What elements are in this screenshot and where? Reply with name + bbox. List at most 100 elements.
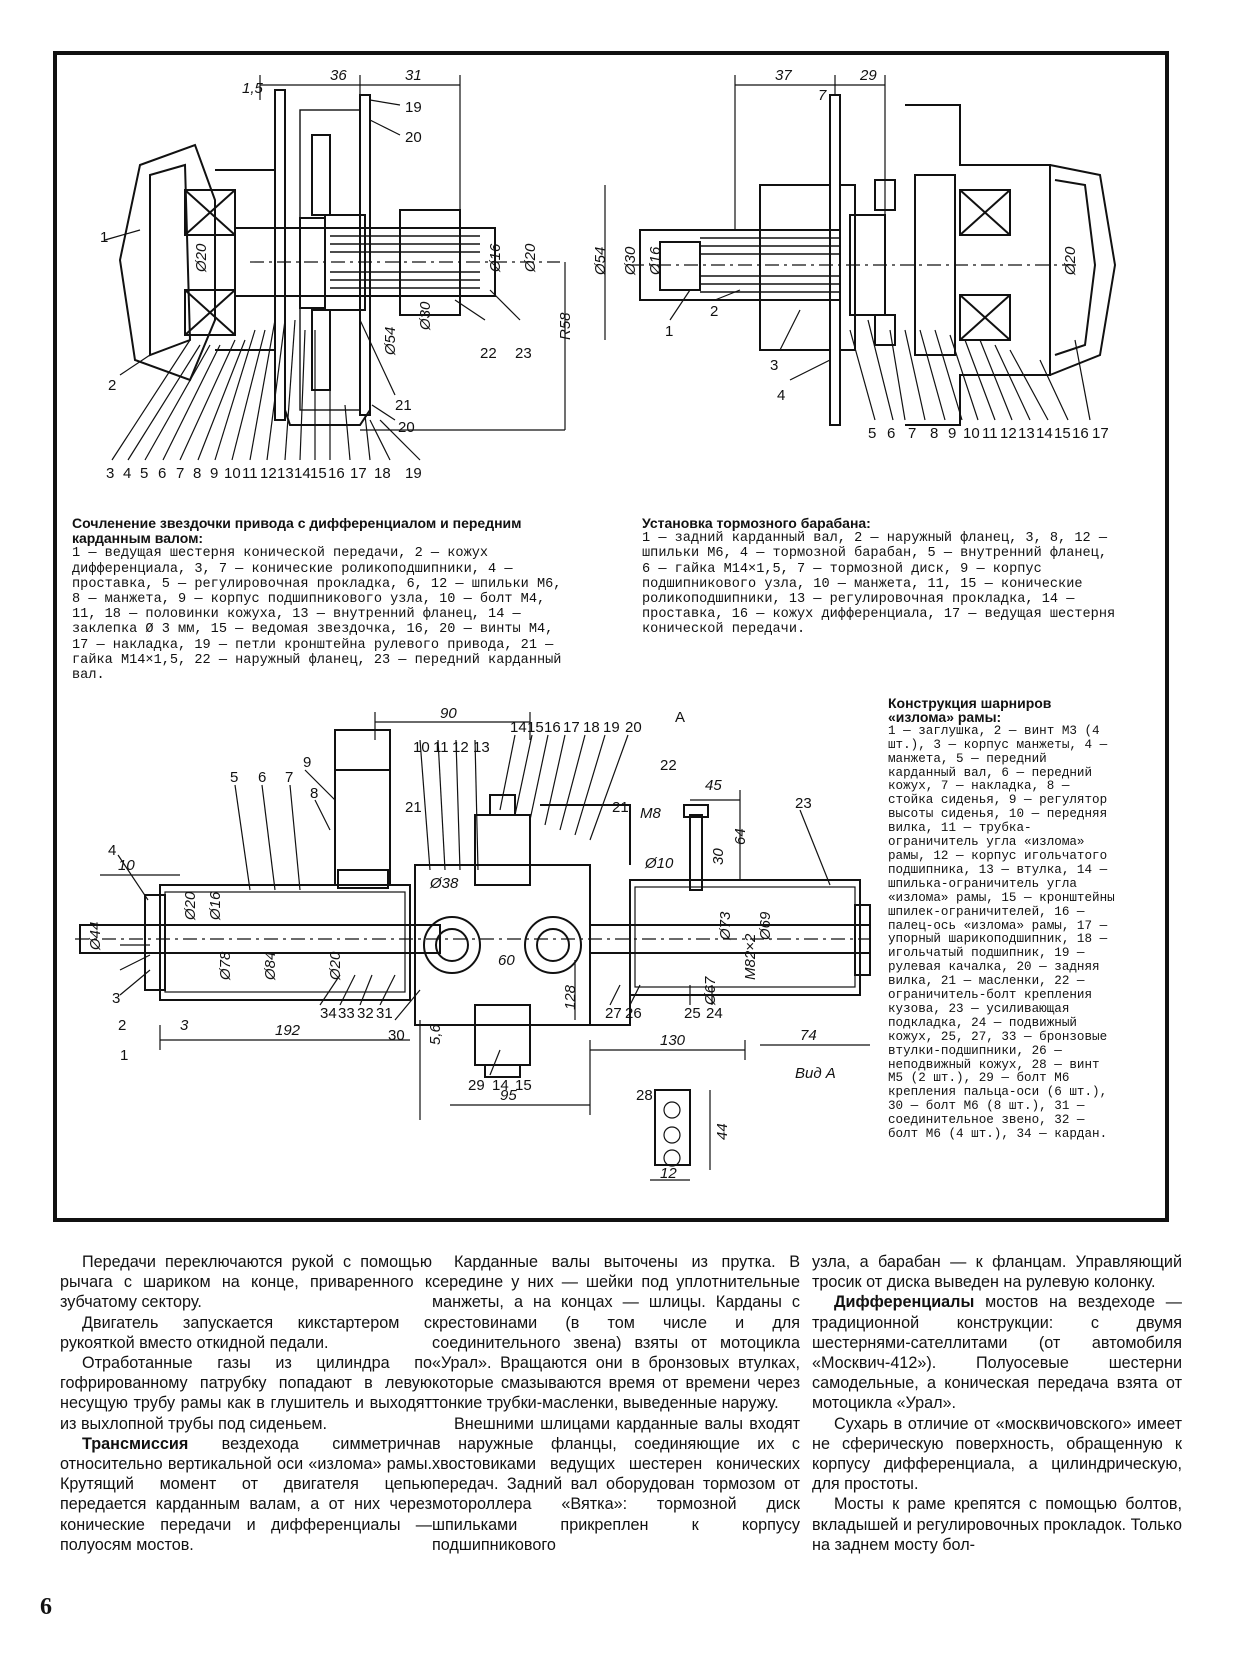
fig3-left-4: 4	[108, 842, 116, 859]
fig1-dim-4: Ø20	[193, 243, 210, 273]
fig2-callout-11: 11	[982, 425, 998, 442]
article-column-2: Карданные валы выточены из прутка. В сер…	[432, 1252, 800, 1555]
fig3-left-2: 2	[118, 1017, 126, 1034]
fig2-callout-7: 7	[908, 425, 916, 442]
fig1-callout-4: 4	[123, 465, 131, 482]
fig3-section-mark: А	[675, 709, 685, 726]
fig3-dim-45: 45	[705, 777, 722, 794]
fig1-callout-3: 3	[106, 465, 114, 482]
figure3-drawing	[75, 712, 871, 1181]
fig3-top-16: 16	[544, 719, 561, 736]
col1-paragraph-3: Отработанные газы из цилиндра по гофриро…	[60, 1354, 432, 1433]
fig1-dim-9: R58	[557, 312, 574, 340]
fig3-dim-10: 10	[118, 857, 135, 874]
fig3-dim-12: 12	[660, 1165, 677, 1182]
fig3-left-6: 6	[258, 769, 266, 786]
fig3-bot-26: 26	[625, 1005, 642, 1022]
fig1-callout-20: 20	[405, 129, 422, 146]
fig3-dim-20b: Ø20	[327, 951, 344, 981]
figure3-labels: 90 10 Ø44 Ø20 Ø16 Ø78 Ø84 Ø20 Ø38 60 3 1…	[87, 705, 836, 1182]
col1-bold-term: Трансмиссия	[82, 1434, 189, 1453]
fig3-bot-14: 14	[492, 1077, 509, 1094]
fig2-callout-3: 3	[770, 357, 778, 374]
figure1-labels: 1,5 36 31 Ø20 Ø16 Ø20 Ø30 Ø54 R58 1 2 3 …	[100, 67, 574, 482]
col3-paragraph-4: Мосты к раме крепятся с помощью болтов, …	[812, 1495, 1182, 1554]
fig2-dim-1: 37	[775, 67, 792, 84]
fig1-callout-19: 19	[405, 99, 422, 116]
fig2-callout-14: 14	[1036, 425, 1053, 442]
fig3-bot-30: 30	[388, 1027, 405, 1044]
fig3-top-19: 19	[603, 719, 620, 736]
fig1-callout-23: 23	[515, 345, 532, 362]
figure3-title: Конструкция шарниров «излома» рамы:	[888, 695, 1052, 725]
article-column-3: узла, а барабан — к фланцам. Управляющий…	[812, 1252, 1182, 1555]
fig3-dim-10b: Ø10	[644, 855, 674, 872]
fig3-left-7: 7	[285, 769, 293, 786]
fig1-callout-12: 12	[260, 465, 277, 482]
fig3-bot-33: 33	[338, 1005, 355, 1022]
col1-paragraph-4: Трансмиссия вездехода симметрична относи…	[60, 1434, 432, 1555]
col3-paragraph-2-text: мостов на вездеходе — традиционной конст…	[812, 1293, 1182, 1413]
fig3-view-label: Вид А	[795, 1065, 836, 1082]
fig2-callout-5: 5	[868, 425, 876, 442]
fig3-dim-44b: 44	[714, 1123, 731, 1140]
fig1-callout-21: 21	[395, 397, 412, 414]
fig3-dim-128: 128	[562, 984, 579, 1010]
fig3-mid-10: 10	[413, 739, 430, 756]
fig1-callout-18: 18	[374, 465, 391, 482]
fig3-left-21b: 21	[612, 799, 629, 816]
figure1-drawing	[104, 75, 566, 461]
fig2-callout-15: 15	[1054, 425, 1071, 442]
fig2-dim-6: Ø16	[647, 246, 664, 276]
fig3-dim-90: 90	[440, 705, 457, 722]
fig3-top-15: 15	[527, 719, 544, 736]
fig2-callout-1: 1	[665, 323, 673, 340]
fig3-mid-13: 13	[473, 739, 490, 756]
fig3-dim-16: Ø16	[207, 891, 224, 921]
fig2-callout-8: 8	[930, 425, 938, 442]
fig2-callout-6: 6	[887, 425, 895, 442]
fig3-dim-m8: М8	[640, 805, 661, 822]
fig3-mid-11: 11	[433, 739, 449, 756]
fig3-dim-30: 30	[710, 848, 727, 865]
fig3-left-28: 28	[636, 1087, 653, 1104]
fig3-dim-38: Ø38	[429, 875, 459, 892]
fig3-left-9: 9	[303, 754, 311, 771]
col3-bold-term: Дифференциалы	[834, 1293, 975, 1312]
fig3-left-23: 23	[795, 795, 812, 812]
fig3-dim-64: 64	[732, 828, 749, 845]
fig2-dim-2: 29	[859, 67, 877, 84]
fig3-top-18: 18	[583, 719, 600, 736]
fig1-callout-17: 17	[350, 465, 367, 482]
figure2-labels: 37 29 7 Ø54 Ø30 Ø16 Ø20 1 2 3 4 5 6 7 8 …	[592, 67, 1109, 442]
fig1-callout-9: 9	[210, 465, 218, 482]
fig3-dim-3: 3	[180, 1017, 189, 1034]
fig1-callout-11: 11	[242, 465, 258, 482]
fig3-left-22: 22	[660, 757, 677, 774]
fig3-dim-5-6: 5,6	[427, 1023, 444, 1045]
fig2-dim-3: 7	[818, 87, 827, 104]
fig1-callout-16: 16	[328, 465, 345, 482]
page-number: 6	[40, 1594, 52, 1620]
fig3-dim-95: 95	[500, 1087, 517, 1104]
fig2-callout-4: 4	[777, 387, 785, 404]
fig3-dim-m82: М82×2	[742, 933, 759, 980]
fig3-bot-25: 25	[684, 1005, 701, 1022]
fig1-callout-8: 8	[193, 465, 201, 482]
col2-paragraph-2: Внешними шлицами карданные валы входят в…	[432, 1414, 800, 1554]
fig3-dim-60: 60	[498, 952, 515, 969]
fig3-left-8: 8	[310, 785, 318, 802]
fig3-top-17: 17	[563, 719, 580, 736]
fig1-callout-1: 1	[100, 229, 108, 246]
fig1-callout-20b: 20	[398, 419, 415, 436]
figure1-title: Сочленение звездочки привода с дифференц…	[72, 515, 522, 547]
fig3-dim-192: 192	[275, 1022, 301, 1039]
article-column-1: Передачи переключаются рукой с помощью р…	[60, 1252, 432, 1555]
figure2-title: Установка тормозного барабана:	[642, 515, 871, 531]
fig1-callout-14: 14	[294, 465, 311, 482]
fig1-dim-5: Ø16	[487, 243, 504, 273]
fig1-dim-6: Ø20	[522, 243, 539, 273]
fig3-left-3: 3	[112, 990, 120, 1007]
fig2-callout-17: 17	[1092, 425, 1109, 442]
fig3-bot-24: 24	[706, 1005, 723, 1022]
